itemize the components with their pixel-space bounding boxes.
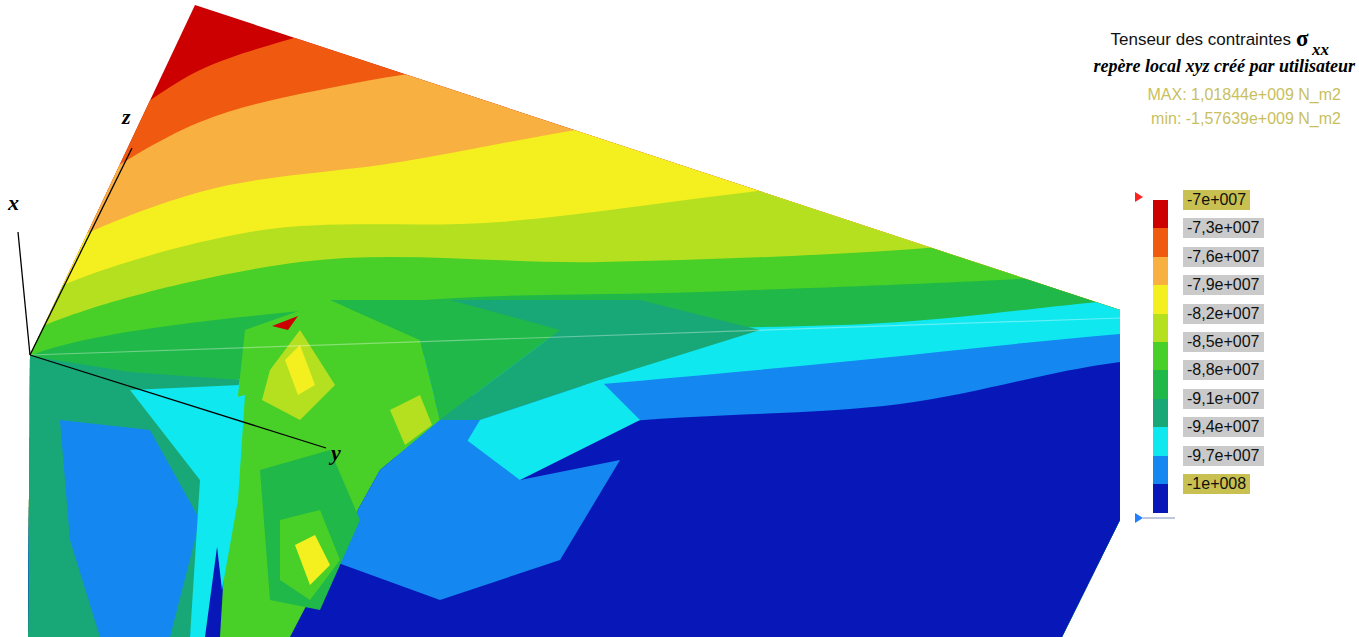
- legend-swatch: [1153, 257, 1168, 286]
- legend-value: -7e+007: [1183, 190, 1250, 210]
- axis-line: [30, 148, 132, 355]
- legend-value: -9,7e+007: [1183, 446, 1264, 466]
- contour-patch: [262, 330, 335, 420]
- contour-patch: [280, 510, 340, 600]
- contour-band: [0, 20, 1359, 637]
- legend-swatch: [1153, 456, 1168, 485]
- legend-swatch: [1153, 228, 1168, 257]
- contour-patch: [390, 395, 432, 445]
- axis-label: y: [331, 440, 341, 466]
- legend-value: -9,4e+007: [1183, 417, 1264, 437]
- min-value: min: -1,57639e+009 N_m2: [1151, 110, 1341, 128]
- frame-note: repère local xyz créé par utilisateur: [1094, 56, 1355, 77]
- min-marker: [1135, 513, 1143, 523]
- axis-line: [30, 355, 326, 448]
- contour-patch: [272, 316, 298, 330]
- legend-value: -1e+008: [1183, 474, 1250, 494]
- legend-swatch: [1153, 285, 1168, 314]
- contour-band: [0, 80, 1359, 637]
- face-edge: [30, 318, 1120, 355]
- contour-patch: [28, 356, 240, 637]
- contour-band: [0, 314, 1359, 637]
- legend-value: -7,9e+007: [1183, 275, 1264, 295]
- max-value: MAX: 1,01844e+009 N_m2: [1148, 86, 1341, 104]
- axes: [18, 148, 1175, 523]
- contour-patch: [285, 345, 315, 395]
- legend-value: -8,5e+007: [1183, 332, 1264, 352]
- contour-band: [0, 252, 1359, 637]
- contour-patch: [295, 535, 330, 585]
- stress-symbol: σ: [1296, 26, 1309, 52]
- legend-swatch: [1153, 314, 1168, 343]
- legend-value: -9,1e+007: [1183, 389, 1264, 409]
- contour-band: [0, 342, 1359, 637]
- legend-swatch: [1153, 427, 1168, 456]
- contour-patch: [330, 420, 620, 600]
- legend-value: -8,8e+007: [1183, 360, 1264, 380]
- axis-label: z: [122, 104, 131, 130]
- legend-swatch: [1153, 200, 1168, 229]
- contour-band: [0, 280, 1359, 637]
- contour-band: [0, 210, 1359, 637]
- contour-band: [0, 150, 1359, 637]
- max-marker: [1135, 192, 1143, 202]
- axis-label: x: [8, 190, 19, 216]
- legend-value: -8,2e+007: [1183, 304, 1264, 324]
- legend-swatch: [1153, 484, 1168, 513]
- marker-line: [1143, 518, 1175, 519]
- legend-value: -7,3e+007: [1183, 218, 1264, 238]
- axis-line: [18, 232, 30, 355]
- contour-patch: [214, 395, 245, 590]
- legend-value: -7,6e+007: [1183, 247, 1264, 267]
- legend-swatch: [1153, 342, 1168, 371]
- plot-title: Tenseur des contraintes: [1111, 30, 1292, 50]
- legend-swatch: [1153, 399, 1168, 428]
- contour-patch: [260, 450, 360, 610]
- legend-swatch: [1153, 370, 1168, 399]
